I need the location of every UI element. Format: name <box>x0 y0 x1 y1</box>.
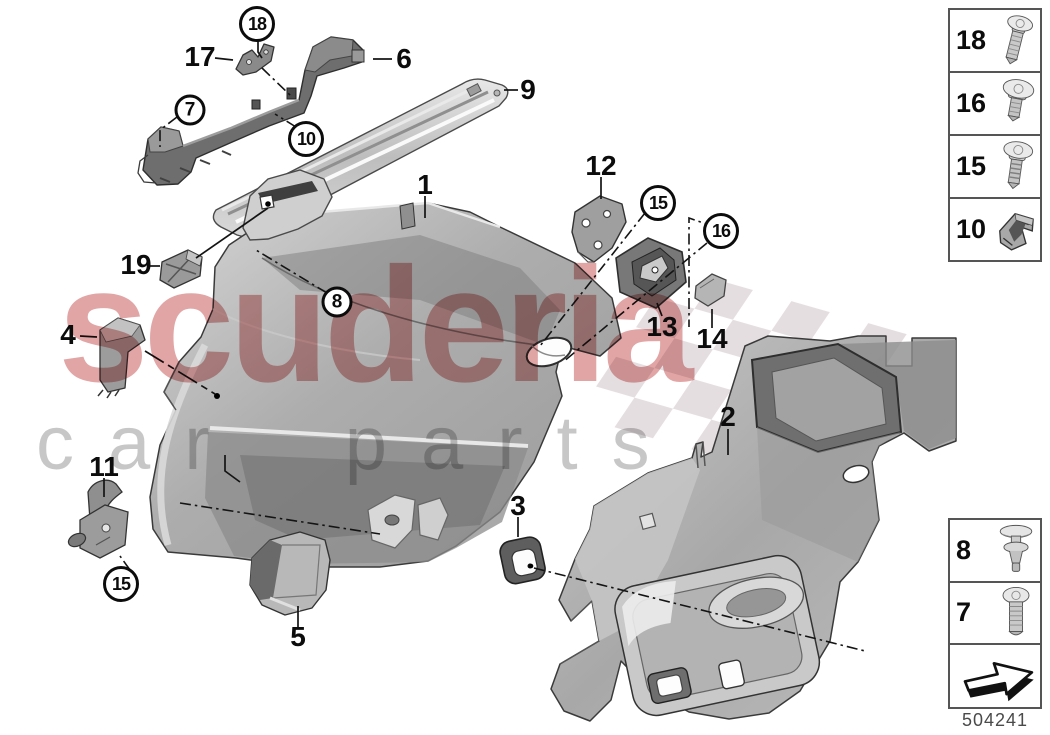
callout-5: 5 <box>290 621 306 652</box>
callout-10-circle: 10 <box>288 121 324 157</box>
part-13-vent-grille <box>615 237 687 309</box>
part-17-bracket <box>235 43 275 76</box>
fastener-legend-bottom: 8 7 <box>948 518 1042 709</box>
callout-16-circle: 16 <box>703 213 739 249</box>
callout-15-circle-a: 15 <box>640 185 676 221</box>
callout-12: 12 <box>585 150 617 181</box>
screw-cheese-icon <box>990 586 1042 640</box>
legend-item-18-label: 18 <box>956 25 987 55</box>
callout-13: 13 <box>646 311 678 342</box>
callout-15-circle-b: 15 <box>103 566 139 602</box>
clip-nut-icon <box>990 202 1042 258</box>
part-3-grommet <box>499 536 546 585</box>
diagram-code: 504241 <box>961 710 1029 730</box>
legend-item-8-label: 8 <box>956 534 972 565</box>
part-2-trim-panel-right <box>550 335 957 722</box>
callout-2: 2 <box>720 401 736 432</box>
legend-item-10: 10 <box>950 199 1040 260</box>
expansion-rivet-icon <box>990 523 1042 577</box>
legend-item-7-label: 7 <box>956 597 972 628</box>
part-14-cover <box>694 273 727 307</box>
part-12-bracket <box>571 195 627 263</box>
callout-14: 14 <box>696 323 728 354</box>
screw-long-icon <box>990 13 1042 69</box>
part-1-trim-panel-left <box>149 169 622 568</box>
callout-8-circle: 8 <box>321 286 353 318</box>
callout-1: 1 <box>417 169 433 200</box>
callout-19: 19 <box>120 249 152 280</box>
callout-11: 11 <box>89 451 119 482</box>
direction-arrow-icon <box>956 647 1040 705</box>
legend-item-16-label: 16 <box>956 88 987 118</box>
legend-arrow-cell <box>950 645 1040 707</box>
screw-torx-icon <box>990 139 1042 195</box>
callout-6: 6 <box>396 43 412 74</box>
callout-3: 3 <box>510 490 526 521</box>
part-5-cover <box>249 531 331 616</box>
legend-item-15: 15 <box>950 136 1040 199</box>
callout-7-circle: 7 <box>174 94 206 126</box>
callout-4: 4 <box>60 319 76 350</box>
legend-item-18: 18 <box>950 10 1040 73</box>
part-19-clip <box>159 249 203 289</box>
callout-17: 17 <box>184 41 216 72</box>
legend-item-15-label: 15 <box>956 151 987 181</box>
screw-pan-icon <box>990 76 1042 132</box>
callout-18-circle: 18 <box>239 6 275 42</box>
legend-item-7: 7 <box>950 583 1042 645</box>
legend-item-16: 16 <box>950 73 1040 136</box>
legend-item-10-label: 10 <box>956 214 987 244</box>
legend-item-8: 8 <box>950 520 1040 583</box>
callout-9: 9 <box>520 74 536 105</box>
part-4-cover <box>97 317 146 399</box>
part-11-bracket <box>67 479 129 559</box>
part-6-support-rail <box>137 36 365 186</box>
fastener-legend-top: 18 16 <box>948 8 1042 262</box>
